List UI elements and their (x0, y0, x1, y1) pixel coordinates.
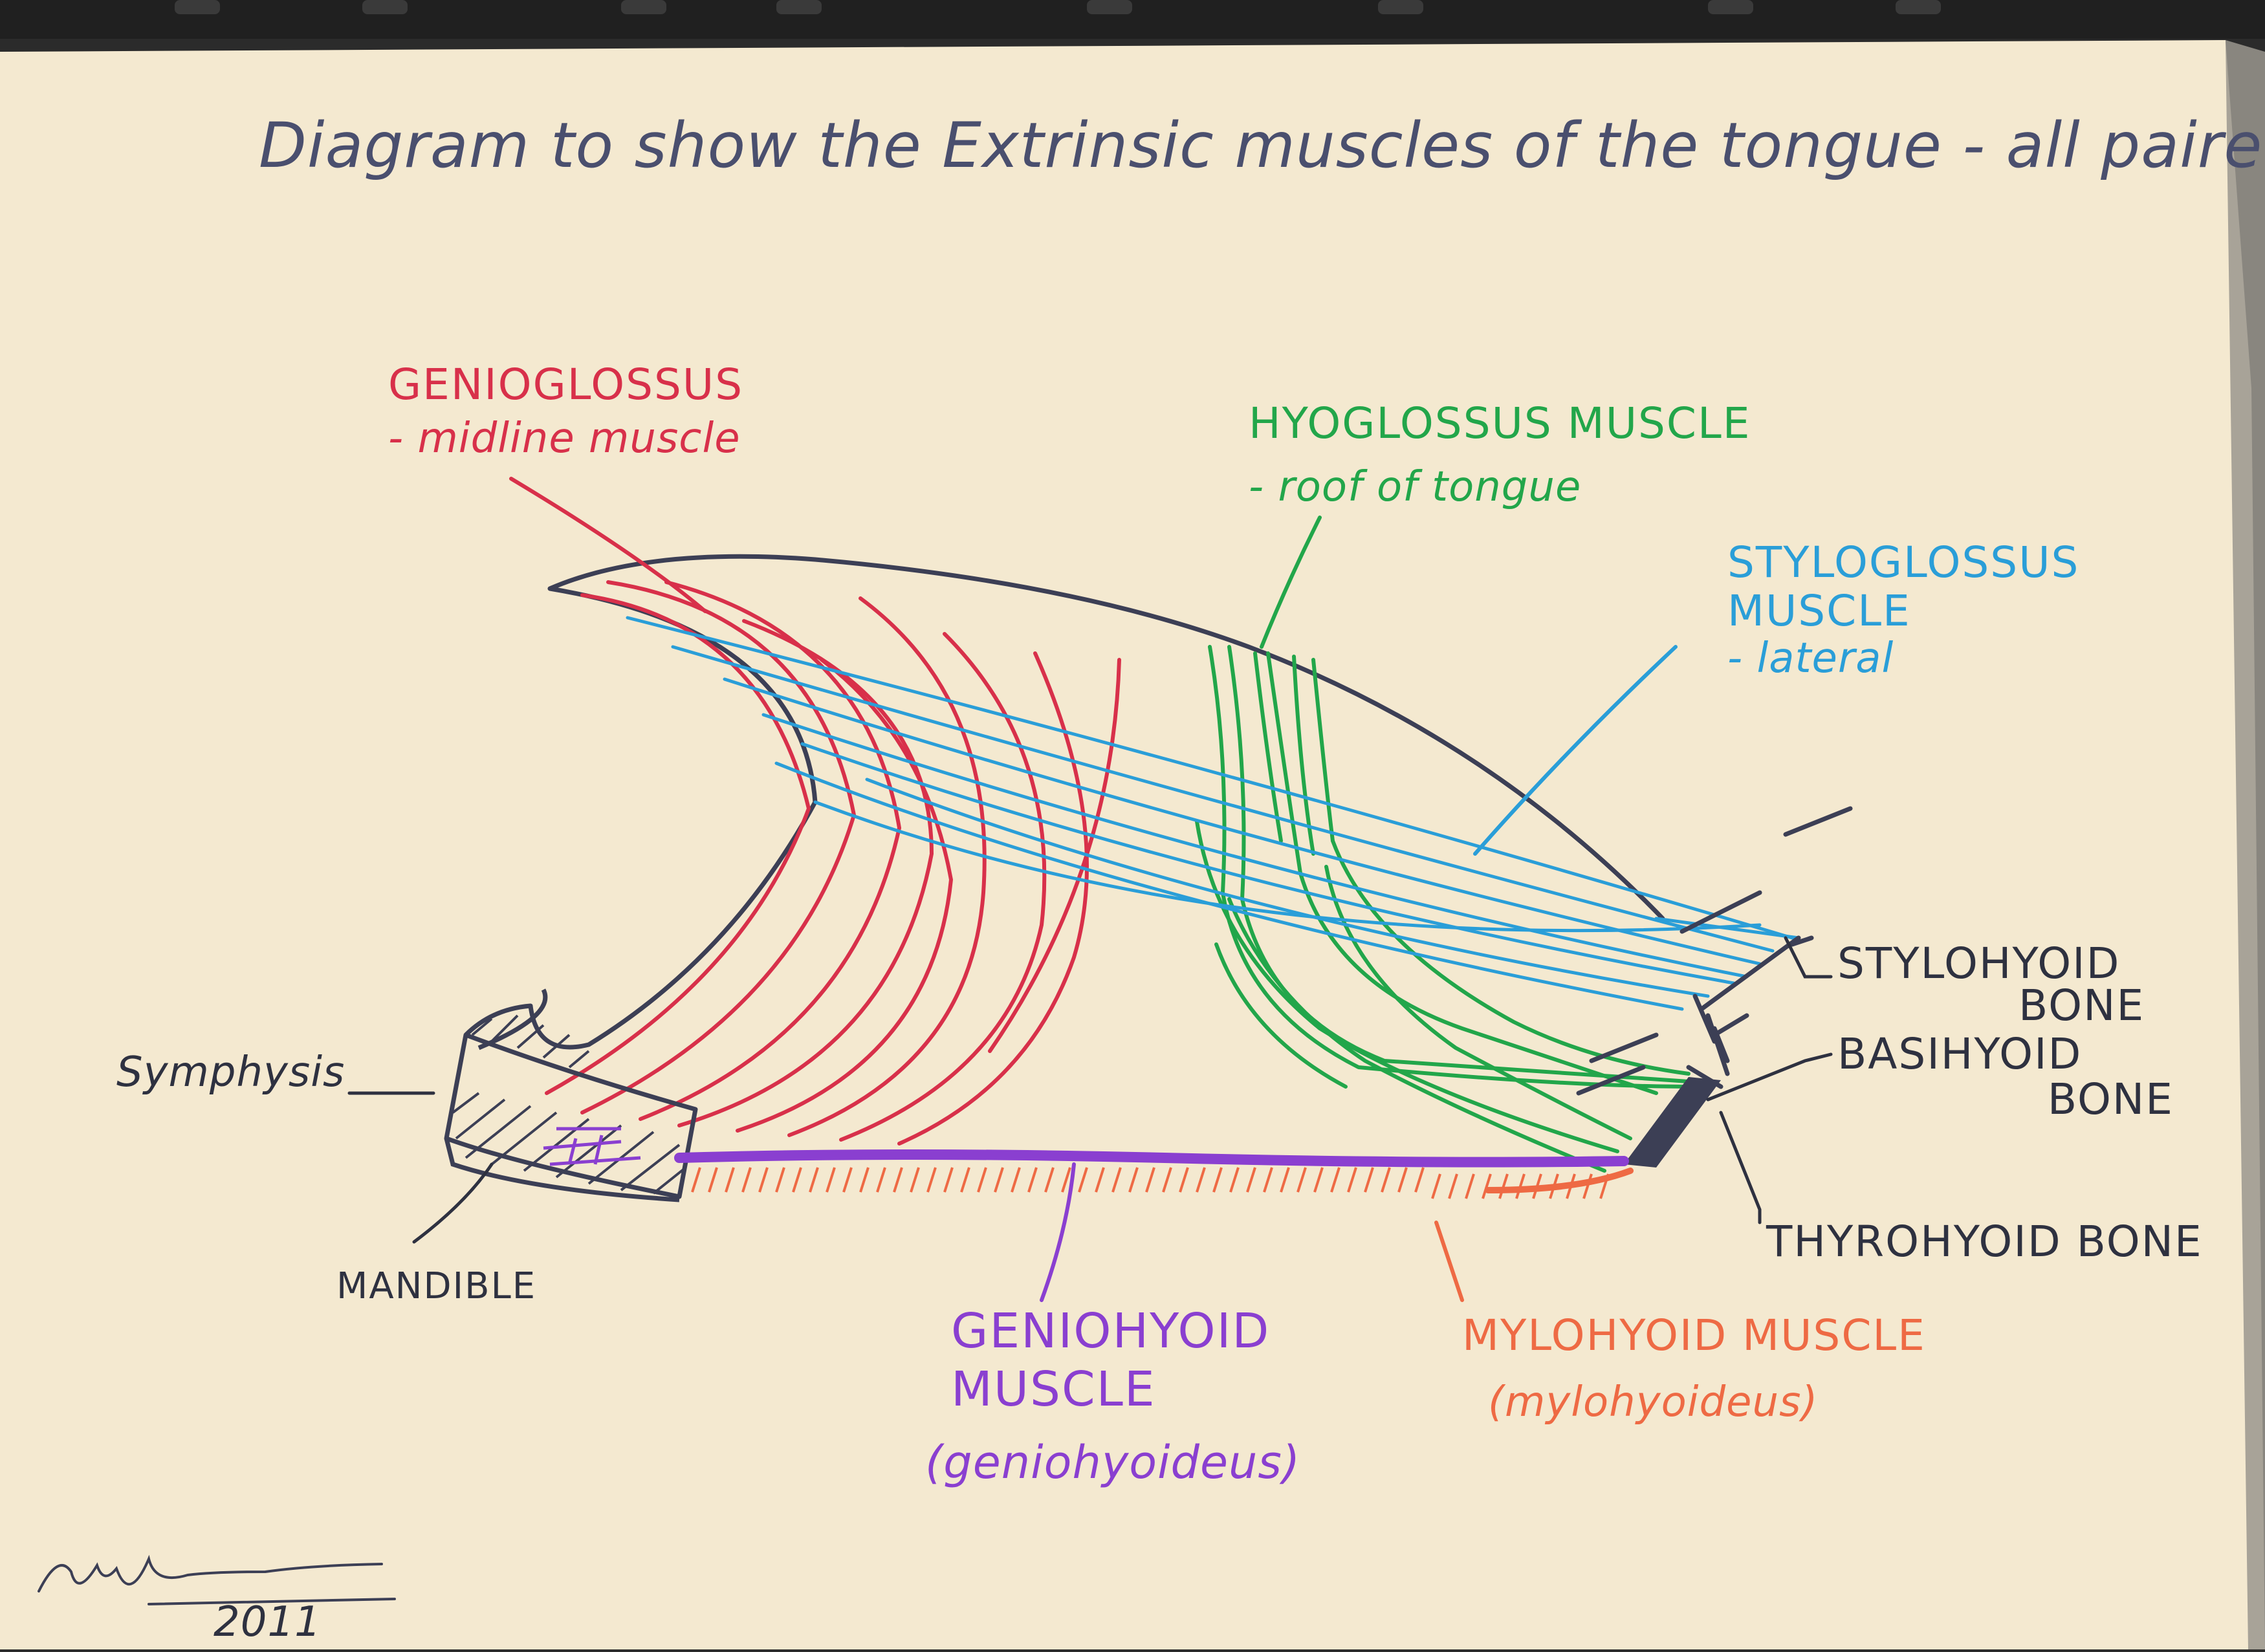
mylohyoid-hatch-mark (1111, 1167, 1122, 1193)
mylohyoid-hatch-mark (1162, 1167, 1172, 1193)
geniohyoid-muscle-band (674, 1149, 1629, 1168)
mylohyoid-hatch-mark (1246, 1167, 1256, 1193)
geniohyoid-label-line2: MUSCLE (951, 1362, 1156, 1417)
mylohyoid-hatch-mark (1145, 1167, 1155, 1193)
mylohyoid-hatch-mark (792, 1167, 802, 1193)
mylohyoid-hatch-mark (859, 1167, 870, 1193)
mylohyoid-hatch-mark (1280, 1167, 1290, 1193)
mylohyoid-hatch-mark (741, 1167, 752, 1193)
thyrohyoid-leader-line (1719, 1111, 1762, 1224)
mylohyoid-leader-line (1434, 1221, 1464, 1302)
binder-holes (175, 0, 1941, 14)
paper-sheet (0, 40, 2265, 1649)
geniohyoid-label-line1: GENIOHYOID (951, 1303, 1271, 1359)
geniohyoid-leader-line (1040, 1162, 1076, 1302)
mylohyoid-hatch-mark (809, 1167, 819, 1193)
mylohyoid-hatch-mark (1263, 1167, 1273, 1193)
mylohyoid-hatch-mark (1297, 1167, 1307, 1193)
mylohyoid-note: (mylohyoideus) (1488, 1378, 1819, 1426)
mylohyoid-hatch-mark (1381, 1167, 1391, 1193)
mylohyoid-hatch-mark (1212, 1167, 1223, 1193)
mylohyoid-hatch-mark (708, 1167, 718, 1193)
mylohyoid-hatch-mark (1128, 1167, 1139, 1193)
mylohyoid-hatch-mark (1095, 1167, 1105, 1193)
mylohyoid-hatch-mark (876, 1167, 886, 1193)
basihyoid-label-line2: BONE (2047, 1074, 2174, 1124)
tongue-outline (463, 554, 1665, 1050)
mylohyoid-hatch-mark (1229, 1167, 1240, 1193)
mylohyoid-label: MYLOHYOID MUSCLE (1462, 1310, 1926, 1360)
basihyoid-label-line1: BASIHYOID (1837, 1029, 2083, 1079)
geniohyoid-note: (geniohyoideus) (925, 1436, 1301, 1489)
mylohyoid-hatch-mark (977, 1167, 987, 1193)
styloglossus-fibres (626, 616, 1800, 1011)
genioglossus-leader-line (509, 477, 707, 613)
mylohyoid-hatch-mark (1347, 1167, 1357, 1193)
mylohyoid-hatch-mark (1498, 1173, 1509, 1199)
mandible-symphysis (444, 988, 698, 1202)
handwritten-signature-icon (38, 1554, 396, 1605)
styloglossus-leader-line (1473, 645, 1678, 856)
mylohyoid-hatch-mark (994, 1167, 1004, 1193)
styloglossus-label-line2: MUSCLE (1727, 586, 1911, 636)
stylohyoid-label-line1: STYLOHYOID (1837, 939, 2121, 988)
thyrohyoid-label: THYROHYOID BONE (1766, 1217, 2203, 1266)
genioglossus-note: - midline muscle (388, 415, 741, 462)
mylohyoid-hatch-mark (1364, 1167, 1374, 1193)
mylohyoid-hatch-mark (1179, 1167, 1189, 1193)
mylohyoid-hatch-mark (893, 1167, 903, 1193)
hyoglossus-note: - roof of tongue (1249, 463, 1582, 511)
stylohyoid-leader-line (1784, 936, 1833, 979)
symphysis-label: Symphysis (116, 1049, 345, 1096)
mandible-label: MANDIBLE (336, 1265, 537, 1307)
mylohyoid-hatch-mark (1431, 1173, 1441, 1199)
plastic-sleeve-edge (2226, 40, 2265, 1649)
mylohyoid-hatch-mark (725, 1167, 735, 1193)
bone-leader-lines (347, 936, 1833, 1244)
hyoglossus-label: HYOGLOSSUS MUSCLE (1249, 398, 1751, 448)
mylohyoid-hatch-mark (926, 1167, 937, 1193)
styloglossus-note: - lateral (1727, 635, 1894, 682)
mylohyoid-hatch-mark (1582, 1173, 1593, 1199)
stylohyoid-bone-upper (1783, 806, 1853, 837)
mylohyoid-hatch-mark (758, 1167, 769, 1193)
mylohyoid-hatch-mark (1196, 1167, 1206, 1193)
mylohyoid-hatch-mark (842, 1167, 853, 1193)
mylohyoid-hatch-mark (943, 1167, 954, 1193)
mylohyoid-hatch-mark (1414, 1167, 1425, 1193)
mylohyoid-hatch-mark (1397, 1167, 1408, 1193)
mylohyoid-hatch-mark (775, 1167, 785, 1193)
mylohyoid-hatch-mark (1465, 1173, 1475, 1199)
mylohyoid-hatch-mark (1482, 1173, 1492, 1199)
signature-year: 2011 (213, 1598, 322, 1646)
hyoid-bones (1576, 806, 1853, 1096)
mylohyoid-hatch-mark (1044, 1167, 1055, 1193)
geniohyoid-origin-marks (543, 1127, 641, 1166)
basihyoid-bone-block (1624, 1077, 1721, 1168)
mylohyoid-hatch-mark (1448, 1173, 1458, 1199)
mylohyoid-hatch-mark (826, 1167, 836, 1193)
mandible-leader-line (412, 1162, 494, 1244)
hyoglossus-leader-line (1260, 516, 1322, 649)
genioglossus-label: GENIOGLOSSUS (388, 360, 744, 409)
basihyoid-leader-line (1706, 1052, 1833, 1102)
mylohyoid-thick-edge (1485, 1168, 1634, 1193)
mylohyoid-hatch-mark (1330, 1167, 1340, 1193)
mylohyoid-hatch-mark (1313, 1167, 1324, 1193)
mylohyoid-hatch-mark (691, 1167, 701, 1193)
styloglossus-label-line1: STYLOGLOSSUS (1727, 538, 2080, 587)
mylohyoid-hatch-mark (1061, 1167, 1071, 1193)
mylohyoid-hatch-mark (960, 1167, 970, 1193)
page-title: Diagram to show the Extrinsic muscles of… (259, 109, 2265, 182)
stylohyoid-label-line2: BONE (2019, 981, 2145, 1030)
mylohyoid-hatch-mark (910, 1167, 920, 1193)
mylohyoid-hatch-mark (1027, 1167, 1038, 1193)
mylohyoid-hatch-mark (1078, 1167, 1088, 1193)
mylohyoid-hatch-mark (1011, 1167, 1021, 1193)
